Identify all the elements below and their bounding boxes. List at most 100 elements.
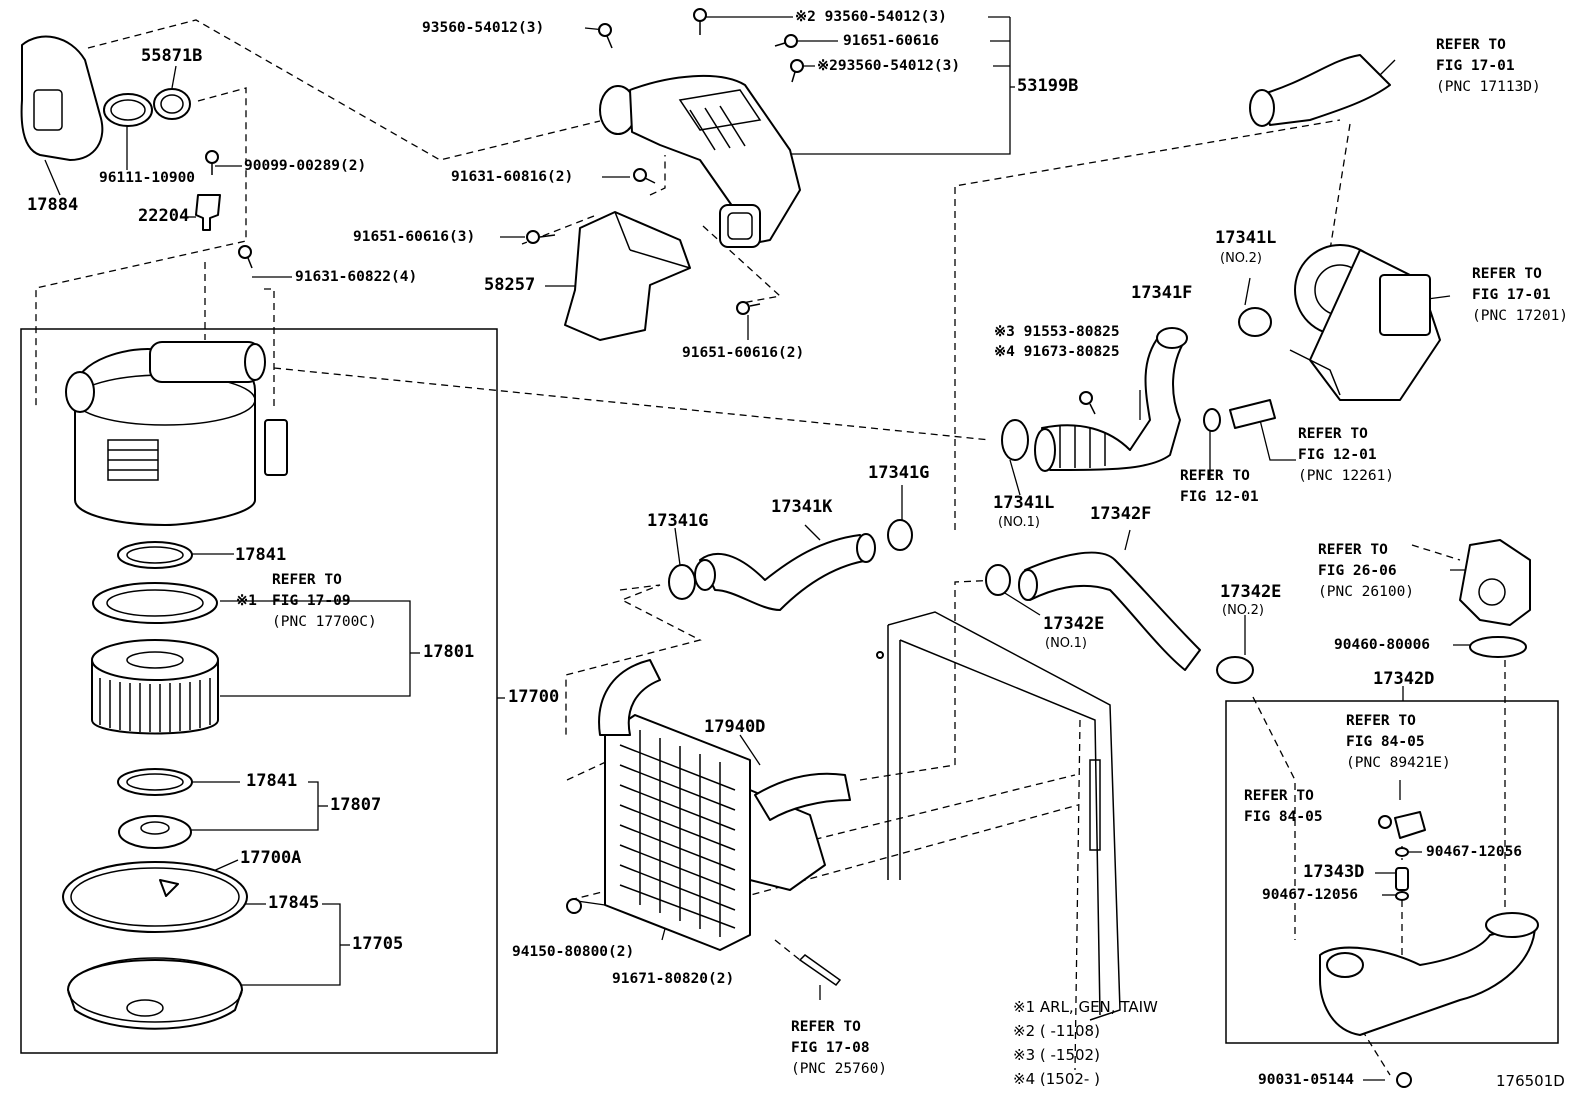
duct-17884 — [20, 35, 104, 161]
clamp-17341L-no2 — [1238, 307, 1272, 337]
label-96111-10900: 96111-10900 — [99, 170, 196, 186]
clamp-17342E-no1 — [985, 564, 1011, 596]
label-mark-1: ※1 — [236, 593, 257, 609]
ref-12-01: REFER TO FIG 12-01 — [1180, 468, 1259, 505]
label-53199B: 53199B — [1017, 76, 1079, 96]
hose-17342F — [1018, 551, 1201, 671]
label-91553-80825: ※3 91553-80825 — [994, 324, 1120, 340]
pipe-17342D — [1319, 912, 1539, 1036]
throttle-body-26100 — [1459, 539, 1531, 626]
clamp-17341G-a — [668, 564, 696, 600]
label-17700: 17700 — [508, 687, 560, 707]
radiator-frame — [876, 611, 1121, 1021]
label-17342F: 17342F — [1090, 504, 1152, 524]
clamp-90460 — [1469, 636, 1527, 658]
label-90467-12056-b: 90467-12056 — [1262, 887, 1359, 903]
label-17841-bottom: 17841 — [246, 771, 298, 791]
label-94150-80800-2: 94150-80800(2) — [512, 944, 635, 960]
air-cleaner-housing — [65, 341, 288, 526]
label-17341L-no1: 17341L — [993, 493, 1055, 513]
label-17343D: 17343D — [1303, 862, 1365, 882]
ref-84-05: REFER TO FIG 84-05 — [1244, 788, 1323, 825]
label-17341K: 17341K — [771, 497, 833, 517]
assembly-box-17700 — [20, 328, 498, 1054]
note-3: ※3 ( -1502) — [1013, 1046, 1100, 1064]
hose-17341K — [694, 533, 876, 611]
label-no1-a: (NO.1) — [998, 515, 1040, 530]
gasket-17841-bottom — [117, 768, 193, 796]
bracket-58257 — [564, 211, 691, 341]
sensor-89421E — [1394, 811, 1426, 839]
pipe-25760 — [798, 954, 842, 987]
label-17342D: 17342D — [1373, 669, 1435, 689]
label-17341F: 17341F — [1131, 283, 1193, 303]
clamp-17341G-b — [887, 519, 913, 551]
assembly-box-17342D — [1225, 700, 1559, 1044]
clamp-96111 — [103, 93, 153, 127]
label-91631-60816-2: 91631-60816(2) — [451, 169, 574, 185]
label-91651-60616-2: 91651-60616(2) — [682, 345, 805, 361]
cover-17845 — [62, 861, 248, 933]
label-17884: 17884 — [27, 195, 79, 215]
label-17700A: 17700A — [240, 848, 302, 868]
label-no2-b: (NO.2) — [1222, 603, 1264, 618]
ref-17700C: REFER TO FIG 17-09 (PNC 17700C) — [272, 572, 377, 630]
ref-17201: REFER TO FIG 17-01 (PNC 17201) — [1472, 266, 1569, 324]
ref-17113D: REFER TO FIG 17-01 (PNC 17113D) — [1436, 37, 1541, 95]
figure-id: 176501D — [1496, 1072, 1565, 1090]
label-91651-60616: 91651-60616 — [843, 33, 940, 49]
label-91673-80825: ※4 91673-80825 — [994, 344, 1120, 360]
label-90099-00289-2: 90099-00289(2) — [244, 158, 367, 174]
label-17940D: 17940D — [704, 717, 766, 737]
leader-lines — [44, 16, 1470, 1081]
filter-element-17801 — [91, 639, 219, 735]
note-1: ※1 ARL, GEN, TAIW — [1013, 998, 1158, 1016]
bracket-53199B — [730, 17, 1011, 155]
label-17341L-no2: 17341L — [1215, 228, 1277, 248]
turbocharger-17201 — [1289, 244, 1441, 401]
label-90467-12056-a: 90467-12056 — [1426, 844, 1523, 860]
ref-25760: REFER TO FIG 17-08 (PNC 25760) — [791, 1019, 888, 1077]
clamp-17341L-no1 — [1001, 419, 1029, 461]
pipe-12261 — [1203, 399, 1276, 432]
gasket-ring-17700C — [92, 582, 218, 624]
label-17342E-no2: 17342E — [1220, 582, 1282, 602]
label-91671-80820-2: 91671-80820(2) — [612, 971, 735, 987]
label-93560-54012-3-left: 93560-54012(3) — [422, 20, 545, 36]
clamp-17342E-no2 — [1216, 656, 1254, 684]
hose-17341F — [1034, 327, 1188, 472]
label-no2-a: (NO.2) — [1220, 251, 1262, 266]
label-58257: 58257 — [484, 275, 536, 295]
label-17807: 17807 — [330, 795, 382, 815]
label-93560-54012-3-top: ※2 93560-54012(3) — [795, 9, 947, 25]
label-17341G-b: 17341G — [868, 463, 930, 483]
label-93560-54012-3-mid: ※293560-54012(3) — [817, 58, 961, 74]
label-55871B: 55871B — [141, 46, 203, 66]
label-17801: 17801 — [423, 642, 475, 662]
label-17841-top: 17841 — [235, 545, 287, 565]
element-cap-17807 — [118, 815, 192, 849]
hose-17343D — [1395, 847, 1409, 901]
clip-22204 — [195, 194, 221, 231]
label-90031-05144: 90031-05144 — [1258, 1072, 1355, 1088]
label-17342E-no1: 17342E — [1043, 614, 1105, 634]
ref-89421E: REFER TO FIG 84-05 (PNC 89421E) — [1346, 713, 1451, 771]
seal-55871B — [153, 88, 191, 120]
label-17705: 17705 — [352, 934, 404, 954]
note-4: ※4 (1502- ) — [1013, 1070, 1100, 1088]
label-91631-60822-4: 91631-60822(4) — [295, 269, 418, 285]
note-2: ※2 ( -1108) — [1013, 1022, 1100, 1040]
label-90460-80006: 90460-80006 — [1334, 637, 1431, 653]
gasket-17841-top — [117, 541, 193, 569]
ref-12261: REFER TO FIG 12-01 (PNC 12261) — [1298, 426, 1395, 484]
label-22204: 22204 — [138, 206, 190, 226]
ref-26100: REFER TO FIG 26-06 (PNC 26100) — [1318, 542, 1415, 600]
elbow-17113D — [1249, 54, 1391, 127]
label-91651-60616-3: 91651-60616(3) — [353, 229, 476, 245]
lower-case-17705 — [67, 957, 243, 1030]
label-17341G-a: 17341G — [647, 511, 709, 531]
label-17845: 17845 — [268, 893, 320, 913]
